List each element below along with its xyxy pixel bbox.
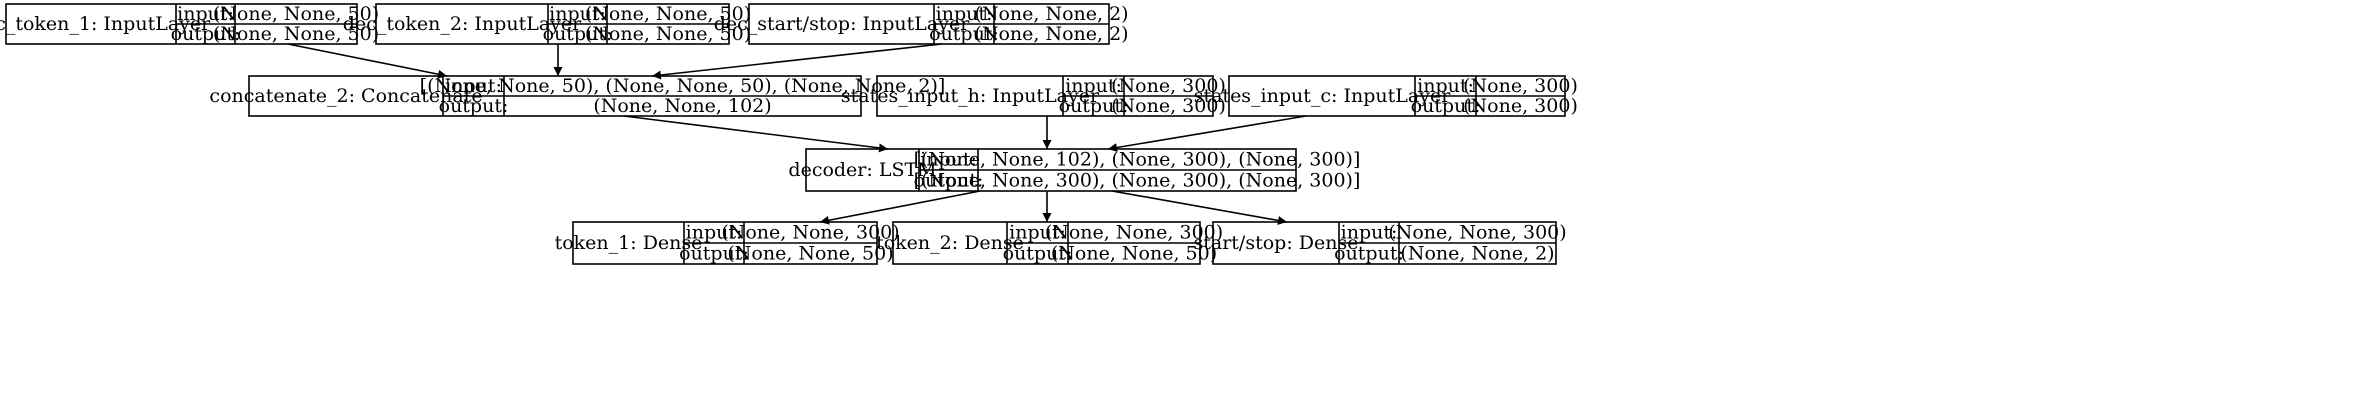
input-shape: [(None, None, 102), (None, 300), (None, … — [914, 149, 1361, 171]
layer-label: dec_token_1: InputLayer — [0, 13, 211, 35]
input-port-label: input: — [177, 3, 234, 25]
input-shape: (None, 300) — [1463, 75, 1578, 97]
layer-label: states_input_c: InputLayer — [1194, 85, 1451, 107]
output-shape: (None, None, 50) — [1051, 243, 1217, 265]
input-port-label: input: — [1417, 75, 1474, 97]
layer-label: start/stop: Dense — [1194, 232, 1359, 254]
input-port-label: input: — [1341, 222, 1398, 244]
input-port-label: input: — [686, 222, 743, 244]
edge-states-input-c-to-decoder — [1107, 115, 1307, 152]
layer-label: token_1: Dense — [555, 232, 703, 254]
input-shape: (None, None, 300) — [721, 222, 899, 244]
layer-node-dec-start-stop: dec_start/stop: InputLayerinput:output:(… — [714, 3, 1129, 45]
output-port-label: output: — [914, 170, 984, 192]
layer-label: dec_start/stop: InputLayer — [714, 13, 971, 35]
output-port-label: output: — [1059, 95, 1129, 117]
input-shape: (None, None, 2) — [974, 3, 1128, 25]
output-port-label: output: — [929, 23, 999, 45]
input-port-label: input: — [1009, 222, 1066, 244]
layer-node-states-input-c: states_input_c: InputLayerinput:output:(… — [1194, 75, 1578, 117]
output-shape: (None, None, 50) — [585, 23, 751, 45]
output-port-label: output: — [1334, 243, 1404, 265]
input-port-label: input: — [920, 149, 977, 171]
layer-label: token_2: Dense — [876, 232, 1024, 254]
output-shape: (None, None, 2) — [1400, 243, 1554, 265]
nodes: dec_token_1: InputLayerinput:output:(Non… — [0, 3, 1578, 265]
edges — [287, 43, 1307, 225]
layer-label: concatenate_2: Concatenate — [209, 85, 482, 107]
input-shape: (None, None, 50) — [585, 3, 751, 25]
output-port-label: output: — [679, 243, 749, 265]
output-shape: (None, 300) — [1111, 95, 1226, 117]
output-shape: (None, None, 102) — [593, 95, 771, 117]
input-shape: (None, None, 300) — [1045, 222, 1223, 244]
output-port-label: output: — [1003, 243, 1073, 265]
layer-node-concatenate-2: concatenate_2: Concatenateinput:output:[… — [209, 75, 945, 117]
edge-dec-token-1-to-concatenate-2 — [287, 43, 448, 79]
output-shape: (None, None, 50) — [727, 243, 893, 265]
layer-label: decoder: LSTM — [788, 159, 936, 181]
output-shape: (None, None, 2) — [974, 23, 1128, 45]
layer-label: dec_token_2: InputLayer — [343, 13, 582, 35]
output-port-label: output: — [439, 95, 509, 117]
input-port-label: input: — [936, 3, 993, 25]
edge-decoder-to-token-1 — [819, 190, 981, 225]
edge-dec-start-stop-to-concatenate-2 — [651, 43, 943, 80]
output-shape: (None, 300) — [1463, 95, 1578, 117]
input-shape: [(None, None, 50), (None, None, 50), (No… — [420, 75, 946, 97]
output-shape: [(None, None, 300), (None, 300), (None, … — [914, 170, 1361, 192]
layer-label: states_input_h: InputLayer — [841, 85, 1100, 107]
input-shape: (None, None, 50) — [213, 3, 379, 25]
output-port-label: output: — [1411, 95, 1481, 117]
input-shape: (None, None, 300) — [1388, 222, 1566, 244]
input-port-label: input: — [445, 75, 502, 97]
output-shape: (None, None, 50) — [213, 23, 379, 45]
input-shape: (None, 300) — [1111, 75, 1226, 97]
edge-concatenate-2-to-decoder — [623, 115, 889, 153]
input-port-label: input: — [549, 3, 606, 25]
edge-decoder-to-start-stop — [1111, 190, 1288, 225]
layer-node-dec-token-2: dec_token_2: InputLayerinput:output:(Non… — [343, 3, 751, 45]
input-port-label: input: — [1065, 75, 1122, 97]
layer-node-states-input-h: states_input_h: InputLayerinput:output:(… — [841, 75, 1226, 117]
output-port-label: output: — [543, 23, 613, 45]
output-port-label: output: — [171, 23, 241, 45]
layer-node-dec-token-1: dec_token_1: InputLayerinput:output:(Non… — [0, 3, 379, 45]
